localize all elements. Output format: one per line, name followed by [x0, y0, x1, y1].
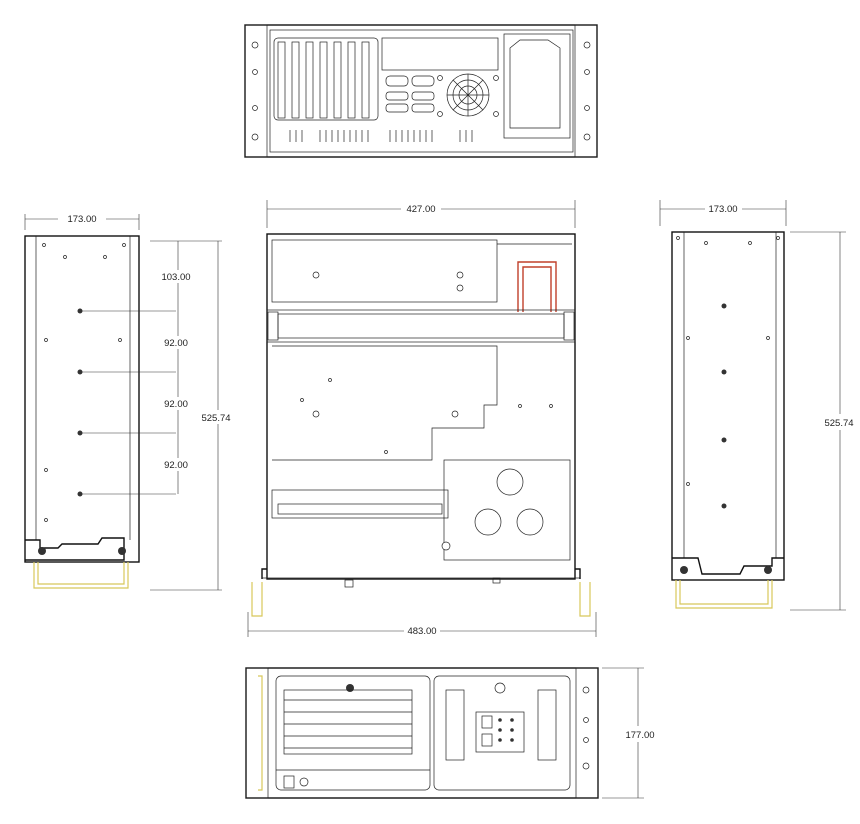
dim-top-width: 427.00 — [406, 204, 435, 215]
front-view — [245, 667, 599, 799]
dim-right-width: 173.00 — [708, 204, 737, 215]
dim-left-width: 173.00 — [67, 214, 96, 225]
dim-front-height: 177.00 — [625, 730, 654, 741]
rear-view — [244, 24, 598, 158]
fan-duct — [517, 261, 557, 312]
dim-left-seg1: 103.00 — [161, 272, 190, 283]
psu-bay — [503, 33, 571, 139]
dimension-labels: 173.00 103.00 92.00 92.00 92.00 525.74 4… — [67, 204, 853, 741]
right-side-view — [671, 231, 785, 609]
dim-right-depth: 525.74 — [824, 418, 853, 429]
dim-left-seg2: 92.00 — [164, 338, 188, 349]
expansion-slots — [277, 41, 370, 119]
dim-bottom-width: 483.00 — [407, 626, 436, 637]
front-left-door — [275, 675, 431, 791]
rear-fan-grille — [446, 73, 490, 117]
dim-left-seg4: 92.00 — [164, 460, 188, 471]
dim-left-depth: 525.74 — [201, 413, 230, 424]
left-side-view — [24, 235, 176, 589]
dimension-lines — [24, 200, 846, 799]
drive-cage — [271, 459, 571, 561]
dim-left-seg3: 92.00 — [164, 399, 188, 410]
serial-connectors — [385, 75, 435, 113]
top-view — [251, 233, 591, 617]
front-right-door — [433, 675, 571, 791]
rear-vent-slots — [289, 130, 473, 142]
card-retention-bar — [266, 309, 576, 343]
top-standoffs — [300, 271, 553, 454]
